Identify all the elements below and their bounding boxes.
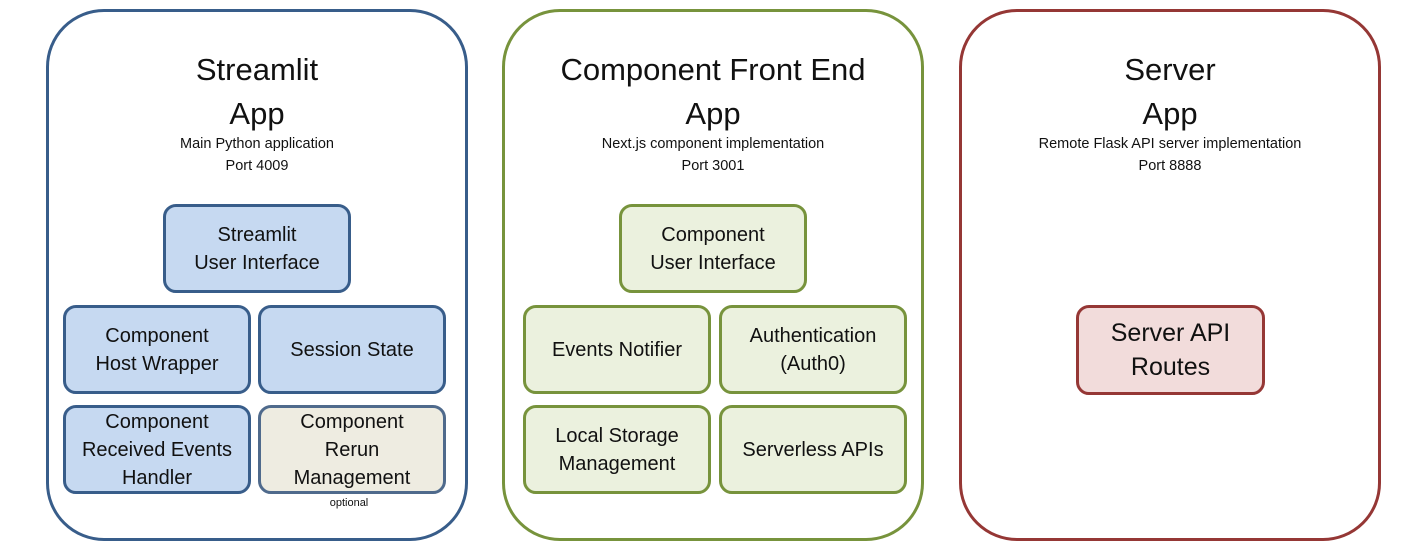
serverless-apis-box: Serverless APIs [719, 405, 907, 494]
component-user-interface-box: Component User Interface [619, 204, 807, 293]
server-app-title: Server App [1124, 52, 1216, 131]
component-received-events-handler-box: Component Received Events Handler [63, 405, 251, 494]
component-host-wrapper-box: Component Host Wrapper [63, 305, 251, 394]
component-rerun-management-box: Component Rerun Management [258, 405, 446, 494]
streamlit-app-subtitle: Main Python application Port 4009 [180, 136, 334, 174]
streamlit-app-title: Streamlit App [195, 52, 319, 131]
session-state-box: Session State [258, 305, 446, 394]
front-end-app-title: Component Front End App [560, 52, 866, 131]
local-storage-management-box: Local Storage Management [523, 405, 711, 494]
events-notifier-box: Events Notifier [523, 305, 711, 394]
server-api-routes-box: Server API Routes [1076, 305, 1265, 395]
optional-note: optional [329, 497, 369, 509]
front-end-app-subtitle: Next.js component implementation Port 30… [601, 136, 825, 174]
streamlit-user-interface-box: Streamlit User Interface [163, 204, 351, 293]
server-app-panel: Server App Remote Flask API server imple… [959, 9, 1381, 541]
authentication-box: Authentication (Auth0) [719, 305, 907, 394]
server-app-subtitle: Remote Flask API server implementation P… [1038, 136, 1302, 174]
